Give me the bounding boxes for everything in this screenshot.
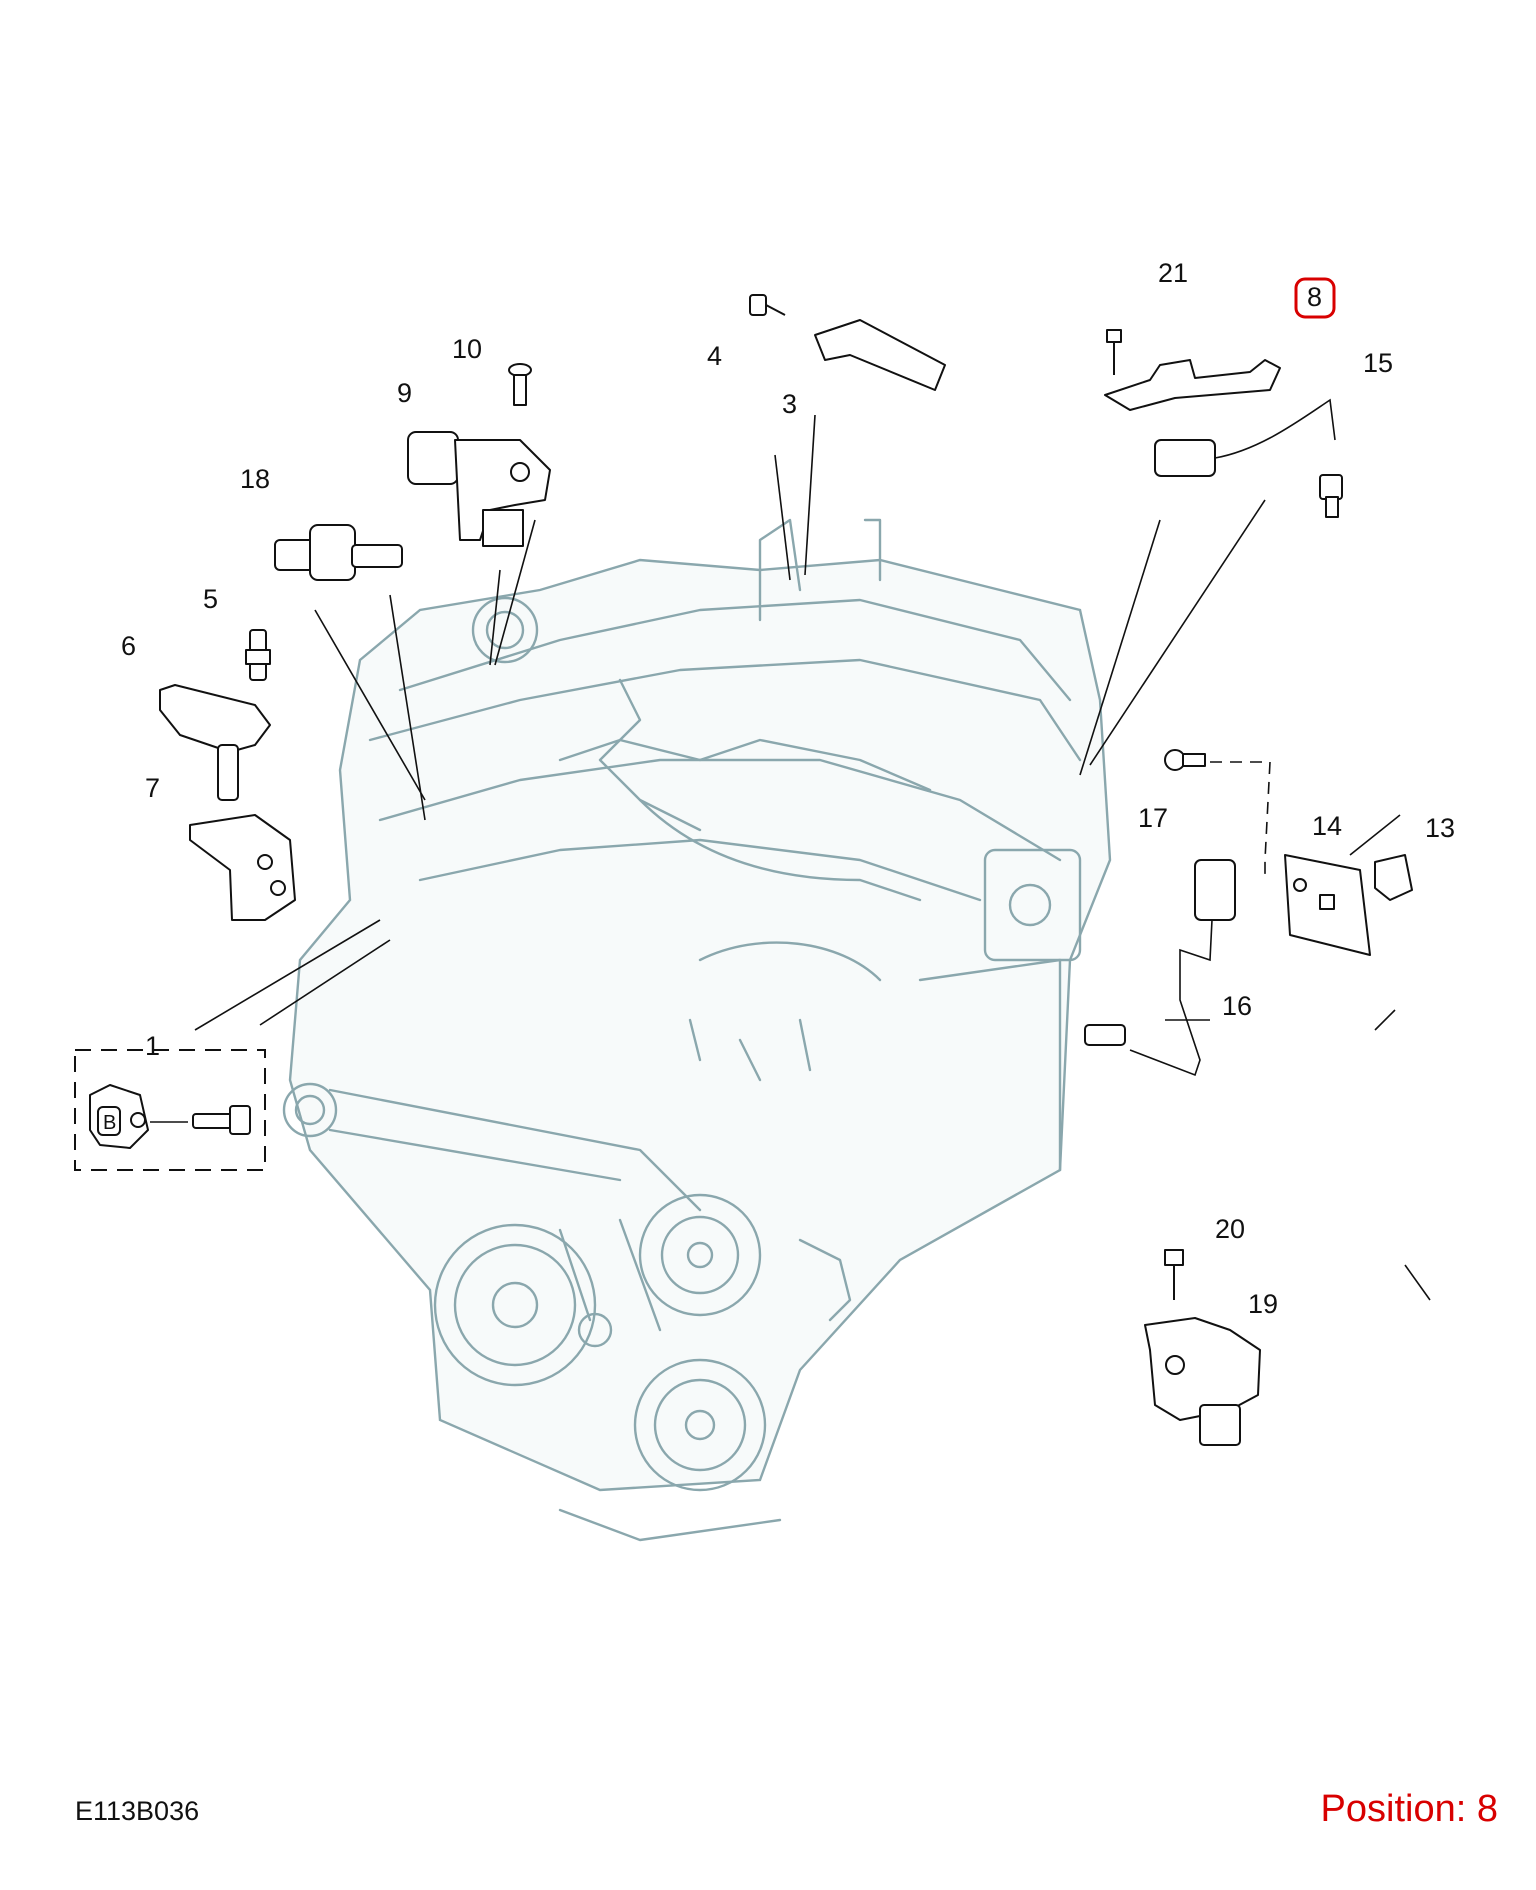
callout-3[interactable]: 3 bbox=[782, 389, 797, 419]
callout-5[interactable]: 5 bbox=[203, 584, 218, 614]
document-code: E113B036 bbox=[75, 1796, 200, 1826]
part-15-sensor-cable[interactable] bbox=[1154, 398, 1343, 518]
callout-8-highlight-box bbox=[1294, 277, 1336, 319]
part-17-bolt[interactable] bbox=[1164, 749, 1271, 880]
connector-letter: B bbox=[103, 1112, 116, 1134]
leader-lines bbox=[194, 414, 1431, 1301]
callout-6[interactable]: 6 bbox=[121, 631, 136, 661]
part-6-sensor[interactable] bbox=[159, 684, 271, 801]
callout-14[interactable]: 14 bbox=[1312, 811, 1342, 841]
part-10-bolt[interactable] bbox=[508, 363, 532, 406]
callout-20[interactable]: 20 bbox=[1215, 1214, 1245, 1244]
part-1-connector-group[interactable]: B bbox=[74, 1049, 266, 1171]
callout-19[interactable]: 19 bbox=[1248, 1289, 1278, 1319]
part-21-bolt[interactable] bbox=[1106, 329, 1122, 375]
part-7-bracket[interactable] bbox=[189, 814, 296, 921]
callout-21[interactable]: 21 bbox=[1158, 258, 1188, 288]
part-20-bolt[interactable] bbox=[1164, 1249, 1184, 1300]
part-9-sensor[interactable] bbox=[407, 431, 551, 547]
part-3-sensor[interactable] bbox=[814, 319, 946, 391]
part-5-stud[interactable] bbox=[245, 629, 271, 681]
callout-8[interactable]: 8 bbox=[1307, 282, 1322, 312]
engine-block bbox=[282, 518, 1112, 1542]
callout-1[interactable]: 1 bbox=[145, 1031, 160, 1061]
callout-15[interactable]: 15 bbox=[1363, 348, 1393, 378]
callout-18[interactable]: 18 bbox=[240, 464, 270, 494]
callout-9[interactable]: 9 bbox=[397, 378, 412, 408]
part-19-sensor[interactable] bbox=[1144, 1317, 1261, 1446]
callout-16[interactable]: 16 bbox=[1222, 991, 1252, 1021]
position-label: Position: 8 bbox=[1320, 1788, 1498, 1830]
callout-10[interactable]: 10 bbox=[452, 334, 482, 364]
part-8-bracket[interactable] bbox=[1104, 359, 1281, 411]
callout-7[interactable]: 7 bbox=[145, 773, 160, 803]
part-18-knock-sensor[interactable] bbox=[274, 524, 403, 581]
callout-4[interactable]: 4 bbox=[707, 341, 722, 371]
part-13-clip[interactable] bbox=[1374, 854, 1413, 901]
callout-17[interactable]: 17 bbox=[1138, 803, 1168, 833]
part-14-bracket[interactable] bbox=[1284, 854, 1371, 956]
part-16-sensor-cable[interactable] bbox=[1084, 859, 1236, 1077]
callout-13[interactable]: 13 bbox=[1425, 813, 1455, 843]
part-4-bolt[interactable] bbox=[749, 294, 786, 316]
callout-labels: 1 3 4 5 6 7 8 9 10 13 14 15 16 17 18 19 … bbox=[121, 258, 1455, 1319]
